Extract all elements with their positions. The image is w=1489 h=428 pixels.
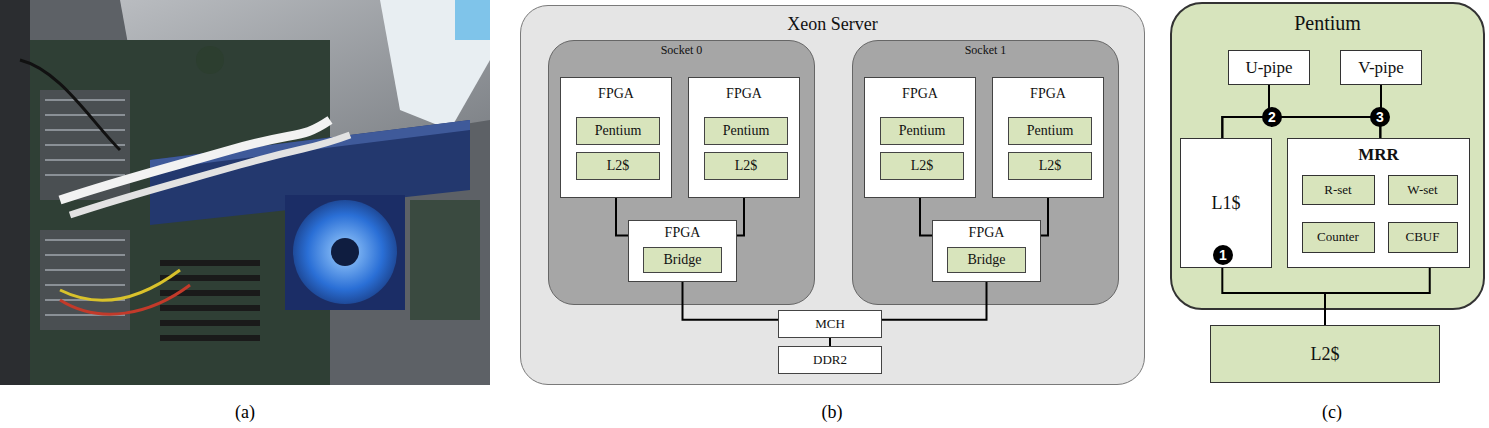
cache-box: L2$ xyxy=(880,152,964,180)
memory-box: DDR2 xyxy=(778,346,882,374)
wire-connector xyxy=(882,282,987,320)
fpga-box: FPGA Bridge xyxy=(932,220,1041,282)
set-box: W-set xyxy=(1388,175,1458,205)
wire-connector xyxy=(830,338,831,346)
node-text: Pentium xyxy=(595,123,642,139)
node-text: L2$ xyxy=(607,158,630,174)
node-text: W-set xyxy=(1407,182,1437,198)
node-text: FPGA xyxy=(993,86,1103,102)
fpga-box: FPGA PentiumL2$ xyxy=(992,77,1104,198)
wire-connector xyxy=(1380,85,1382,138)
core-box: Pentium xyxy=(576,117,660,145)
pipe-box: V-pipe xyxy=(1340,50,1422,85)
server-box: Xeon ServerSocket 0 FPGA PentiumL2$ FPGA Pen… xyxy=(520,5,1145,385)
wire-connector xyxy=(683,282,779,320)
wire-connector xyxy=(920,198,932,236)
cache-box: L2$ xyxy=(1210,325,1440,383)
node-text: L2$ xyxy=(911,158,934,174)
node-text: Bridge xyxy=(663,252,701,268)
node-text: Counter xyxy=(1317,229,1359,245)
node-text: L1$ xyxy=(1212,193,1241,214)
node-text: DDR2 xyxy=(813,352,847,368)
cache-box: L2$ xyxy=(704,152,788,180)
node-text: MCH xyxy=(815,316,845,332)
node-text: L2$ xyxy=(1311,344,1340,365)
node-text: Pentium xyxy=(1172,12,1483,35)
fpga-box: FPGA PentiumL2$ xyxy=(560,77,672,198)
wire-connector xyxy=(1041,198,1048,236)
core-box: Pentium xyxy=(704,117,788,145)
node-text: CBUF xyxy=(1406,229,1440,245)
fpga-box: FPGA PentiumL2$ xyxy=(864,77,976,198)
panel-label: (b) xyxy=(822,402,843,423)
node-text: V-pipe xyxy=(1358,58,1404,78)
node-text: FPGA xyxy=(933,225,1040,241)
node-text: R-set xyxy=(1324,182,1351,198)
node-text: L2$ xyxy=(1039,158,1062,174)
callout-number: 3 xyxy=(1370,107,1390,127)
node-text: Pentium xyxy=(723,123,770,139)
buffer-box: CBUF xyxy=(1388,222,1458,253)
panel-label: (a) xyxy=(235,402,255,423)
node-text: Socket 0 xyxy=(549,43,814,58)
server-photo xyxy=(0,0,490,385)
pipe-box: U-pipe xyxy=(1228,50,1310,85)
node-text: L2$ xyxy=(735,158,758,174)
bridge-box: Bridge xyxy=(947,247,1026,273)
counter-box: Counter xyxy=(1302,222,1375,253)
wire-connector xyxy=(1222,85,1381,138)
socket-box: Socket 0FPGAPentiumL2$FPGAPentiumL2$FPGA… xyxy=(548,40,815,305)
node-text: MRR xyxy=(1288,145,1469,165)
cache-box: L2$ xyxy=(576,152,660,180)
wire-connector xyxy=(1222,268,1325,325)
cache-box: L2$ xyxy=(1008,152,1092,180)
node-text: FPGA xyxy=(689,86,799,102)
node-text: Socket 1 xyxy=(853,43,1118,58)
node-text: Pentium xyxy=(899,123,946,139)
wire-connector xyxy=(1222,85,1269,138)
mrr-box: MRR R-set W-setCounter CBUF xyxy=(1287,138,1470,268)
fpga-box: FPGA PentiumL2$ xyxy=(688,77,800,198)
wire-connector xyxy=(616,198,628,236)
node-text: Xeon Server xyxy=(521,14,1144,35)
fpga-box: FPGA Bridge xyxy=(628,220,737,282)
core-box: Pentium xyxy=(1008,117,1092,145)
node-text: FPGA xyxy=(561,86,671,102)
panel-label: (c) xyxy=(1322,402,1342,423)
hub-box: MCH xyxy=(778,310,882,338)
core-box: Pentium xyxy=(880,117,964,145)
node-text: FPGA xyxy=(865,86,975,102)
node-text: FPGA xyxy=(629,225,736,241)
set-box: R-set xyxy=(1302,175,1375,205)
bridge-box: Bridge xyxy=(643,247,722,273)
wire-connector xyxy=(1269,85,1380,138)
socket-box: Socket 1FPGAPentiumL2$FPGAPentiumL2$FPGA… xyxy=(852,40,1119,305)
callout-number: 1 xyxy=(1213,245,1233,265)
node-text: U-pipe xyxy=(1245,58,1292,78)
wire-connector xyxy=(1325,268,1430,325)
node-text: Bridge xyxy=(967,252,1005,268)
wire-connector xyxy=(737,198,744,236)
callout-number: 2 xyxy=(1262,107,1282,127)
node-text: Pentium xyxy=(1027,123,1074,139)
